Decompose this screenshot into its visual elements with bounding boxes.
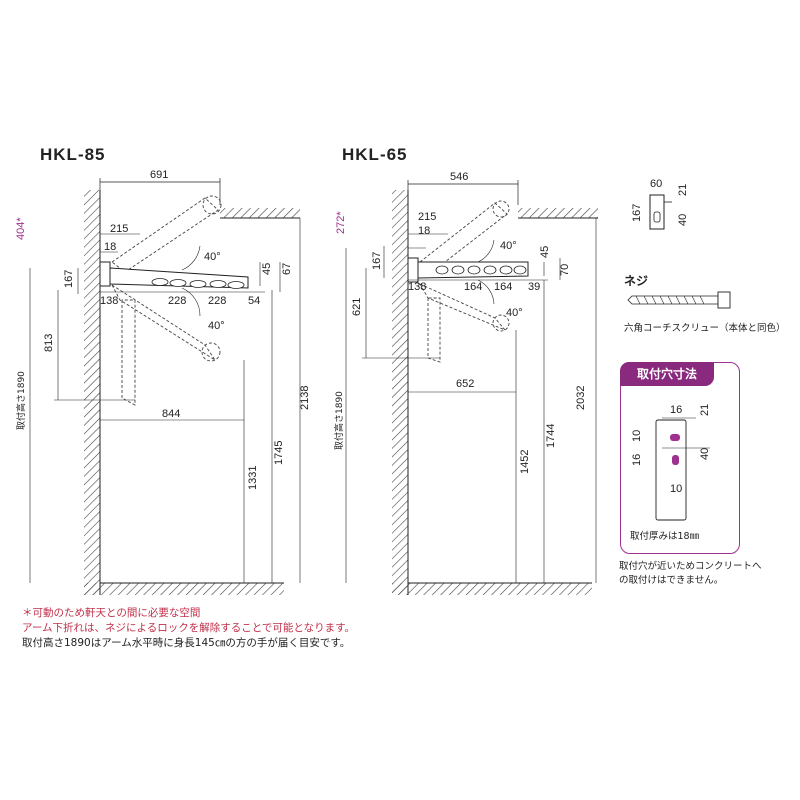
hole-dim-21: 21 (699, 404, 711, 416)
hkl85-dim-67: 67 (281, 263, 293, 275)
notes: ＊可動のため軒天との間に必要な空間 アーム下折れは、ネジによるロックを解除するこ… (22, 606, 355, 651)
hkl85-dim-228b: 228 (208, 295, 226, 307)
hkl65-floor (392, 583, 592, 595)
hkl85-wall (84, 190, 100, 595)
hole-dim-40: 40 (699, 448, 711, 460)
screw-title: ネジ (624, 274, 649, 288)
hkl65-dim-39: 39 (528, 281, 540, 293)
hole-dim-16b: 16 (631, 454, 643, 466)
hkl85-dim-1331: 1331 (247, 466, 259, 490)
bracket-drawing: 60 21 167 40 (631, 178, 689, 230)
bracket-dim-40: 40 (677, 214, 689, 226)
hkl85-install-height: 取付高さ1890 (15, 371, 27, 430)
hkl85-ceiling (220, 208, 300, 218)
hkl85-drawing: HKL-85 691 215 18 (15, 145, 311, 595)
hkl65-dim-1452: 1452 (519, 450, 531, 474)
hole-plate-drawing: 16 21 10 40 16 10 (631, 404, 711, 521)
hkl85-dim-18: 18 (104, 241, 116, 253)
hkl65-dim-164a: 164 (464, 281, 482, 293)
hole-dim-16a: 16 (670, 404, 682, 416)
bracket-dim-60: 60 (650, 178, 662, 190)
hkl65-dim-70: 70 (559, 264, 571, 276)
hkl65-ceiling (518, 208, 598, 218)
concrete-note: 取付穴が近いためコンクリートへの取付けはできません。 (619, 561, 762, 586)
hkl65-dim-2032: 2032 (575, 386, 587, 410)
hole-box-caption: 取付厚みは18㎜ (630, 531, 700, 542)
hkl65-dim-621: 621 (351, 298, 363, 316)
hkl85-dim-844: 844 (162, 408, 180, 420)
hkl65-install-height: 取付高さ1890 (333, 391, 345, 450)
hkl65-angle-bottom: 40° (506, 307, 523, 319)
hkl85-arm-hanging (121, 299, 136, 406)
hkl65-arm-hanging (427, 297, 441, 363)
hole-box (620, 362, 740, 554)
note-arm-fold: アーム下折れは、ネジによるロックを解除することで可能となります。 (22, 622, 356, 634)
hole-dim-10b: 10 (670, 483, 682, 495)
hkl65-clearance: 272* (335, 211, 347, 234)
hkl85-arm-lowered (110, 283, 216, 361)
hkl85-floor (84, 583, 284, 595)
hkl85-dim-691: 691 (150, 169, 168, 181)
hkl85-dim-2138: 2138 (299, 386, 311, 410)
screw-drawing (627, 291, 731, 309)
hkl65-dim-1744: 1744 (545, 424, 557, 448)
hole-box-title: 取付穴寸法 (620, 362, 714, 386)
hkl65-dim-167: 167 (371, 252, 383, 270)
hkl85-clearance: 404* (15, 217, 27, 240)
hkl65-dim-138: 138 (408, 281, 426, 293)
note-height: 取付高さ1890はアーム水平時に身長145㎝の方の手が届く目安です。 (22, 637, 351, 649)
hkl85-dim-54: 54 (248, 295, 260, 307)
hkl85-dim-138: 138 (100, 295, 118, 307)
hkl65-dim-164b: 164 (494, 281, 512, 293)
hkl65-dim-546: 546 (450, 171, 468, 183)
hkl65-title: HKL-65 (342, 145, 408, 164)
bracket-dim-21: 21 (677, 184, 689, 196)
hkl65-dim-45: 45 (539, 246, 551, 258)
hkl85-dim-45: 45 (261, 263, 273, 275)
hkl65-dim-18: 18 (418, 225, 430, 237)
hkl65-dim-215: 215 (418, 211, 436, 223)
hkl65-wall (392, 190, 408, 595)
hkl85-dim-813: 813 (43, 334, 55, 352)
hkl65-angle-top: 40° (500, 240, 517, 252)
screw-caption: 六角コーチスクリュー（本体と同色） (624, 323, 786, 334)
hkl65-dim-652: 652 (456, 378, 474, 390)
hkl85-dim-1745: 1745 (273, 441, 285, 465)
hkl85-dim-228a: 228 (168, 295, 186, 307)
hkl85-title: HKL-85 (40, 145, 106, 164)
hkl85-arm-raised (111, 197, 219, 273)
hkl85-dim-167: 167 (63, 270, 75, 288)
hole-dim-10a: 10 (631, 430, 643, 442)
bracket-dim-167: 167 (631, 204, 643, 222)
note-clearance: ＊可動のため軒天との間に必要な空間 (22, 607, 201, 619)
hkl85-dim-215: 215 (110, 223, 128, 235)
hkl65-arm-lowered (418, 283, 506, 331)
hkl85-angle-top: 40° (204, 251, 221, 263)
hkl85-angle-bottom: 40° (208, 320, 225, 332)
hkl65-drawing: HKL-65 546 215 18 167 138 164 164 39 (333, 145, 598, 595)
